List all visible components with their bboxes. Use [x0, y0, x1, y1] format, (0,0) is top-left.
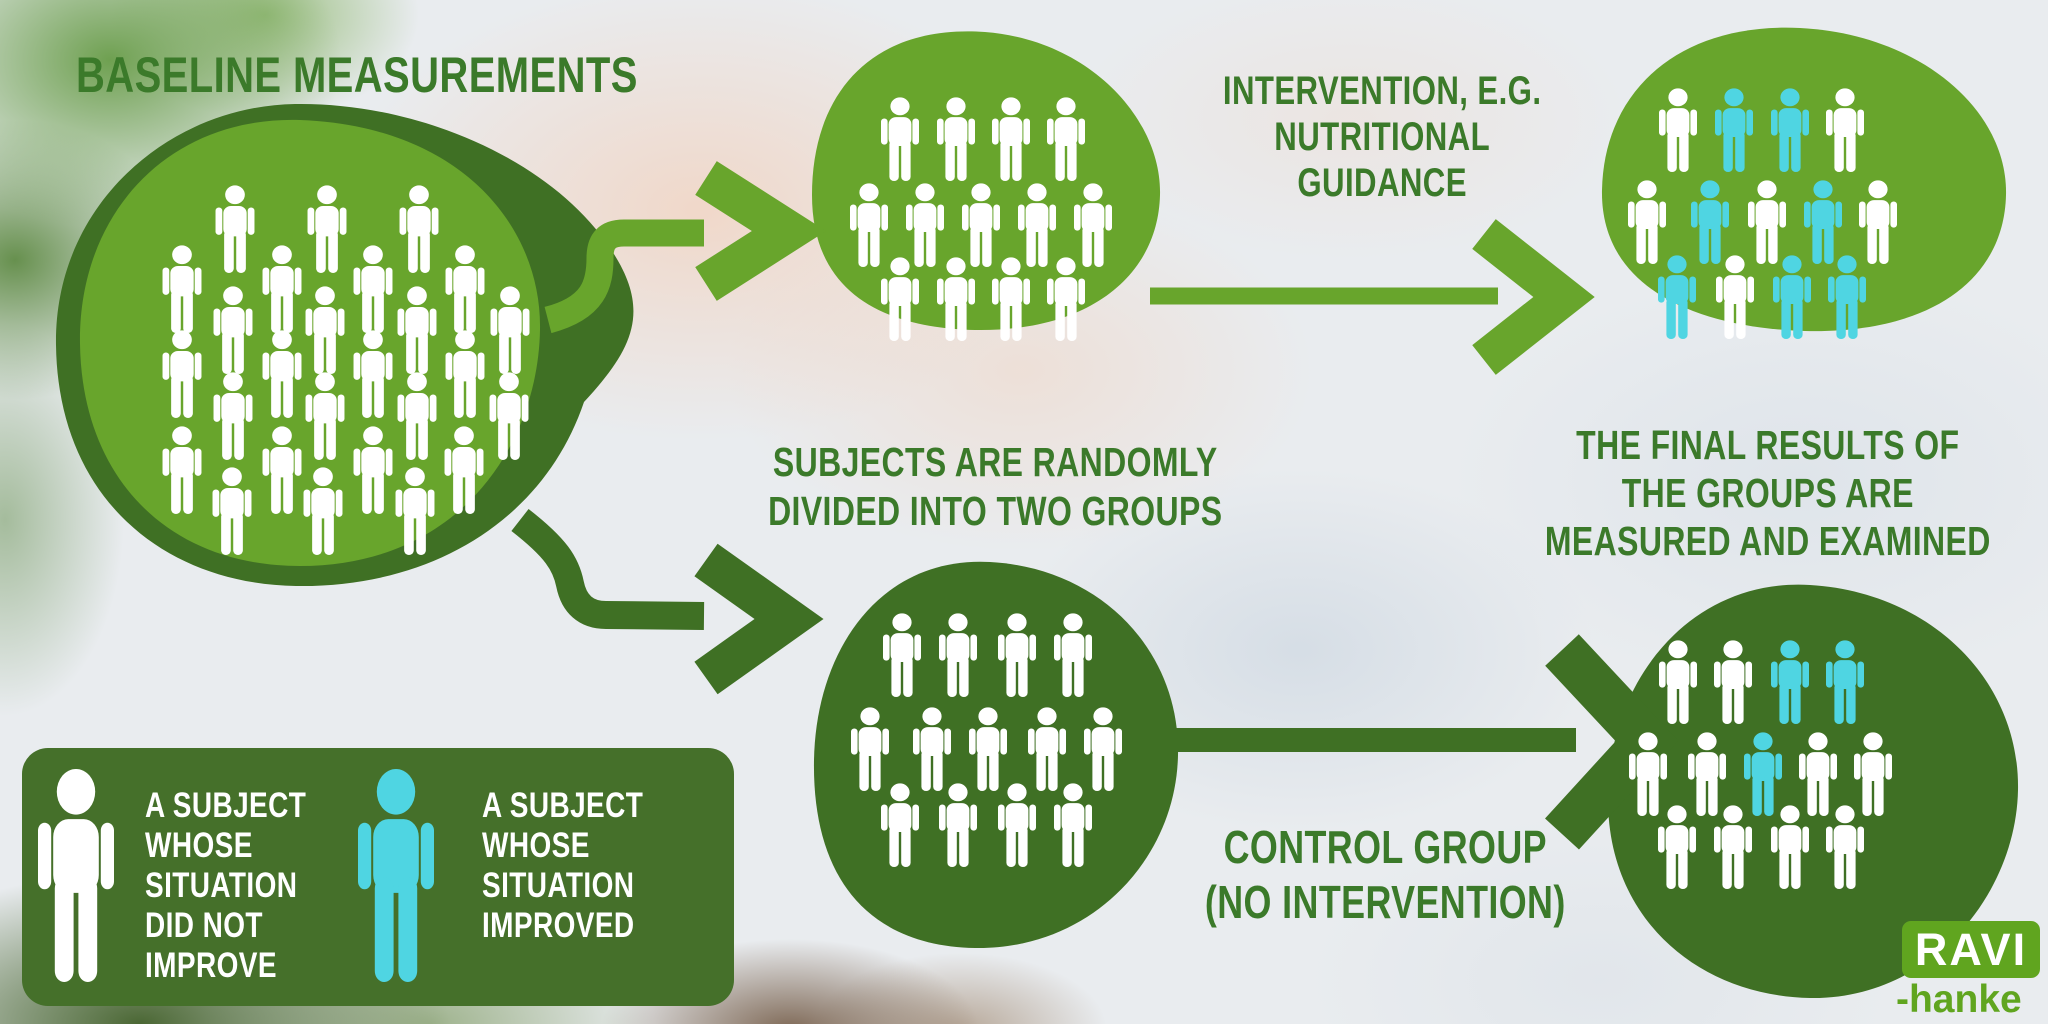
ravi-logo-box: RAVI [1902, 921, 2040, 978]
page-title: BASELINE MEASUREMENTS [76, 47, 638, 103]
split-arrow-top [544, 161, 827, 334]
control-arrow [1176, 634, 1679, 850]
intervention-arrow [1150, 219, 1595, 375]
control-group-label: CONTROL GROUP(NO INTERVENTION) [1204, 821, 1566, 928]
ravi-logo-text: RAVI [1914, 923, 2028, 975]
split-arrow-bottom [511, 508, 824, 695]
person-icon-cyan [358, 768, 434, 982]
person-icon-white [38, 768, 114, 982]
ravi-logo-suffix: -hanke [1896, 978, 2022, 1021]
